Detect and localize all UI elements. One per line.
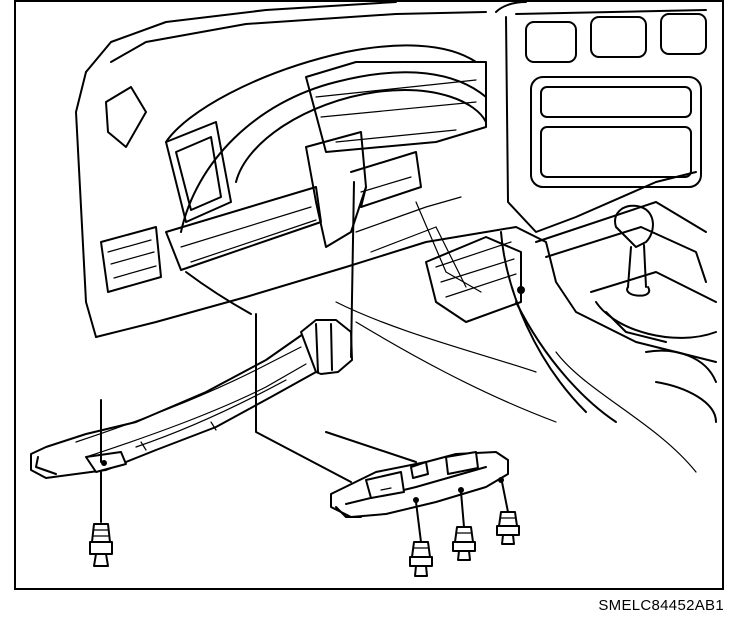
side-vent (105, 86, 147, 148)
radio-unit (530, 76, 702, 188)
bolt-leader-lines (100, 471, 509, 543)
dashboard (75, 2, 557, 423)
diagram-frame (14, 0, 724, 590)
duct-bracket (330, 451, 509, 518)
gear-shifter (614, 204, 654, 297)
exploded-view-diagram (30, 2, 717, 577)
center-console (425, 2, 717, 473)
mounting-bolt (409, 541, 433, 577)
duct-leader-lines (100, 181, 417, 483)
mounting-bolt (496, 511, 520, 545)
mounting-bolt (89, 523, 113, 567)
left-panel (165, 121, 232, 223)
lower-vent (425, 236, 522, 323)
air-duct (30, 319, 353, 479)
figure-code: SMELC84452AB1 (598, 597, 724, 614)
mounting-bolt (452, 526, 476, 561)
column-bracket (305, 131, 367, 248)
